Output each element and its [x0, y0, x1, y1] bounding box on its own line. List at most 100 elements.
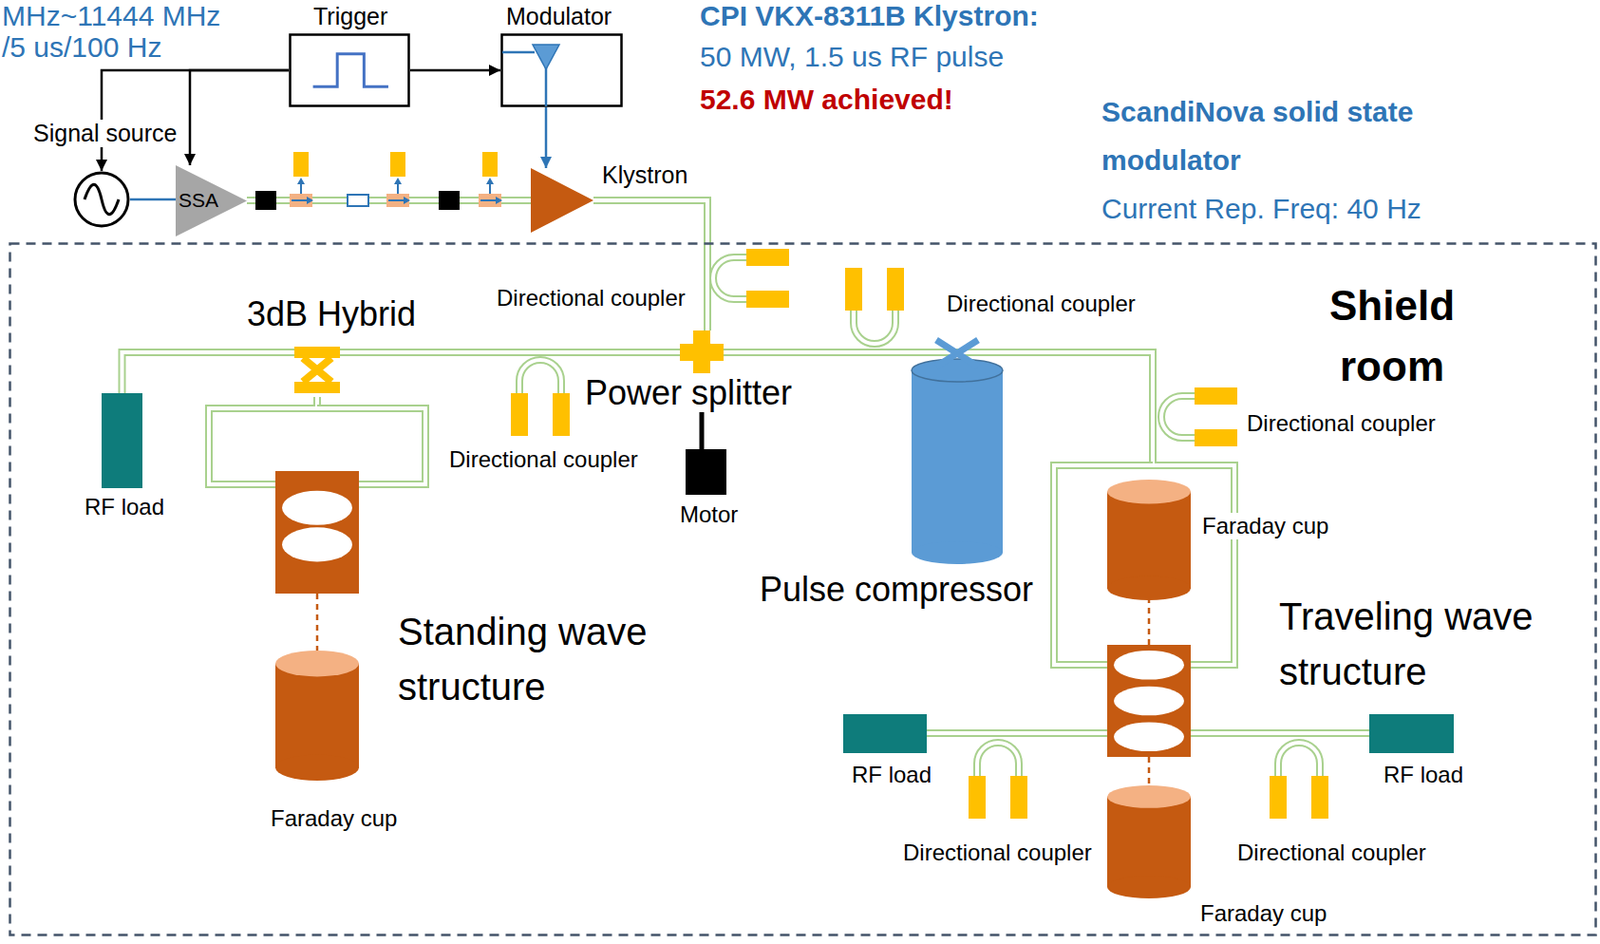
connector-group: [101, 70, 1370, 786]
rf-load-outline: [101, 393, 143, 489]
node-label: Faraday cup: [270, 805, 397, 832]
waveguide: [122, 352, 296, 394]
signal-line: [316, 593, 320, 651]
traveling-wave-structure-outline: [1107, 644, 1191, 757]
node-label: Signal source: [30, 119, 180, 148]
shield-shape: [10, 244, 1597, 936]
node-label: 3dB Hybrid: [246, 294, 416, 334]
modulator-box: Modulator: [500, 33, 623, 108]
coupler-label: Directional coupler: [943, 290, 1139, 318]
rf-load-outline: [843, 714, 927, 753]
cup-shape: [275, 754, 359, 781]
shield-room: 3dB HybridPower splitterMotorRF loadStan…: [8, 242, 1598, 937]
signal-line: [130, 199, 176, 201]
modulator-title: ScandiNova solid state modulator: [1101, 87, 1482, 185]
cup-shape: [1107, 785, 1191, 899]
power-splitter-outline: [679, 330, 724, 375]
hybrid-shape: [294, 346, 340, 358]
waveguide-components: [255, 190, 277, 210]
cup-shape: [1107, 576, 1191, 601]
cup-shape: [275, 650, 359, 781]
pc-shape: [911, 370, 1003, 553]
waveguide-components: [347, 194, 369, 207]
node-label: Faraday cup: [1200, 900, 1327, 927]
modulator-shape: [532, 44, 560, 70]
signal-line: [545, 107, 548, 169]
pc-shape: [936, 339, 979, 367]
cup-shape: [275, 663, 359, 769]
ssa-shape: [175, 165, 247, 237]
node-label: Traveling wave structure: [1279, 588, 1564, 699]
hybrid-shape: [294, 346, 340, 394]
faraday-cup: Faraday cup: [275, 650, 359, 781]
tw-shape: [1113, 721, 1185, 752]
pc-shape: [911, 339, 1003, 565]
waveguide: [339, 348, 680, 357]
trigger-box-outline: [288, 33, 411, 108]
rf-load-outline: [1369, 714, 1454, 753]
power-splitter: Power splitter: [679, 330, 724, 375]
waveguide-components: [480, 199, 498, 202]
directional-coupler: [968, 742, 1028, 819]
directional-coupler: [713, 248, 790, 308]
waveguide-components: [495, 196, 503, 205]
source-shape: [75, 172, 129, 226]
directional-coupler: [845, 267, 904, 344]
klystron-shape: [530, 168, 594, 233]
waveguide: [926, 729, 1108, 737]
waveguide-components: [388, 199, 406, 202]
node-label: Faraday cup: [1199, 512, 1332, 540]
waveguide-components: [394, 177, 402, 185]
load-shape: [843, 714, 927, 753]
splitter-shape: [679, 330, 724, 375]
coupler-label: Directional coupler: [493, 284, 689, 312]
signal-source-outline: [73, 170, 131, 228]
rf-load: RF load: [1369, 714, 1454, 753]
modulator-spec: Current Rep. Freq: 40 Hz: [1101, 192, 1422, 226]
standing-wave-structure-outline: [275, 470, 359, 594]
pulse-compressor: Pulse compressor: [911, 358, 1003, 565]
signal-source: Signal source: [73, 170, 131, 228]
sw-shape: [282, 527, 353, 562]
trigger-shape: [313, 54, 389, 87]
node-label: RF load: [84, 493, 165, 521]
achievement-note: 52.6 MW achieved!: [699, 83, 954, 117]
cup-shape: [1107, 875, 1191, 899]
source-shape: [84, 184, 119, 215]
waveguide: [926, 731, 1108, 735]
sw-shape: [275, 470, 359, 594]
node-label: Shield room: [1311, 275, 1473, 397]
waveguide-components: [486, 177, 494, 185]
faraday-cup: Faraday cup: [1107, 479, 1191, 601]
coupler-label: Directional coupler: [446, 446, 641, 473]
frequency-note: MHz~11444 MHz: [1, 0, 221, 34]
waveguide: [122, 352, 296, 394]
tw-shape: [1113, 650, 1185, 680]
signal-line: [1148, 756, 1150, 786]
faraday-cup-outline: [275, 650, 359, 781]
pc-shape: [911, 358, 1003, 382]
waveguide-components: [386, 193, 410, 208]
node-label: SSA: [178, 188, 219, 212]
sw-shape: [275, 470, 359, 594]
cup-shape: [1107, 796, 1191, 887]
coupler-label: Directional coupler: [900, 839, 1095, 866]
load-shape: [843, 714, 927, 753]
faraday-cup: Faraday cup: [1107, 785, 1191, 899]
waveguide-components: [293, 151, 309, 177]
source-shape: [75, 172, 129, 226]
standing-wave-structure: Standing wave structure: [275, 470, 359, 594]
trigger-box: Trigger: [288, 33, 411, 108]
trigger-shape: [290, 35, 410, 107]
node-label: Klystron: [602, 161, 688, 189]
signal-line: [1148, 600, 1151, 645]
trigger-shape: [290, 35, 410, 107]
waveguide: [926, 733, 1108, 735]
waveguide-components: [390, 151, 406, 177]
waveguide-components: [482, 151, 498, 177]
klystron-triangle: Klystron: [530, 168, 594, 233]
load-shape: [1369, 714, 1454, 753]
modulator-shape: [545, 67, 548, 107]
